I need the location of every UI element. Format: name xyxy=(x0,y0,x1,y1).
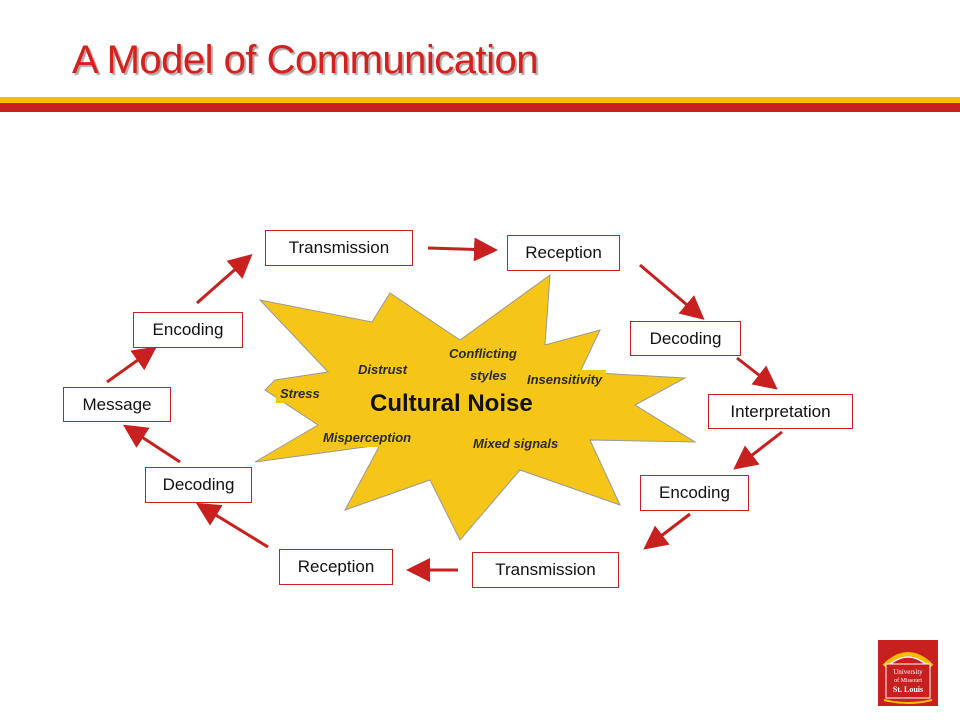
cultural-noise-label: Cultural Noise xyxy=(370,390,533,417)
arrow-encoding-to-transmission-bottom xyxy=(643,512,691,550)
title-underline-yellow xyxy=(0,97,960,103)
node-decoding-left: Decoding xyxy=(145,467,252,503)
noise-factor-mixed-signals: Mixed signals xyxy=(473,436,559,451)
noise-factor-styles: styles xyxy=(470,368,507,383)
title-underline-red xyxy=(0,103,960,112)
noise-factor-misperception: Misperception xyxy=(319,428,416,447)
arrow-reception-to-decoding xyxy=(639,263,705,320)
node-message: Message xyxy=(63,387,171,422)
noise-factor-distrust: Distrust xyxy=(358,362,408,377)
cultural-noise-burst xyxy=(254,273,697,541)
arrow-message-to-encoding xyxy=(106,346,157,384)
node-transmission-top: Transmission xyxy=(265,230,413,266)
node-reception-bottom: Reception xyxy=(279,549,393,585)
arrow-transmission-to-reception xyxy=(427,237,498,262)
noise-factor-insensitivity: Insensitivity xyxy=(523,370,607,389)
svg-text:St. Louis: St. Louis xyxy=(893,685,923,694)
node-encoding-right: Encoding xyxy=(640,475,749,511)
noise-factor-stress: Stress xyxy=(276,384,324,403)
noise-factor-conflicting: Conflicting xyxy=(449,346,517,361)
university-logo: University of Missouri St. Louis xyxy=(878,640,938,706)
node-reception-top: Reception xyxy=(507,235,620,271)
arrow-decoding-to-message xyxy=(122,424,181,464)
node-transmission-bottom: Transmission xyxy=(472,552,619,588)
arrow-reception-to-decoding-left xyxy=(195,502,269,549)
slide-title: A Model of Communication xyxy=(72,38,539,82)
svg-text:University: University xyxy=(893,668,923,676)
svg-text:of Missouri: of Missouri xyxy=(894,677,922,684)
arrow-interpretation-to-encoding xyxy=(733,430,783,470)
arrow-decoding-to-interpretation xyxy=(736,356,778,390)
node-encoding-left: Encoding xyxy=(133,312,243,348)
node-decoding-right: Decoding xyxy=(630,321,741,356)
arrow-encoding-to-transmission xyxy=(196,254,253,305)
node-interpretation: Interpretation xyxy=(708,394,853,429)
